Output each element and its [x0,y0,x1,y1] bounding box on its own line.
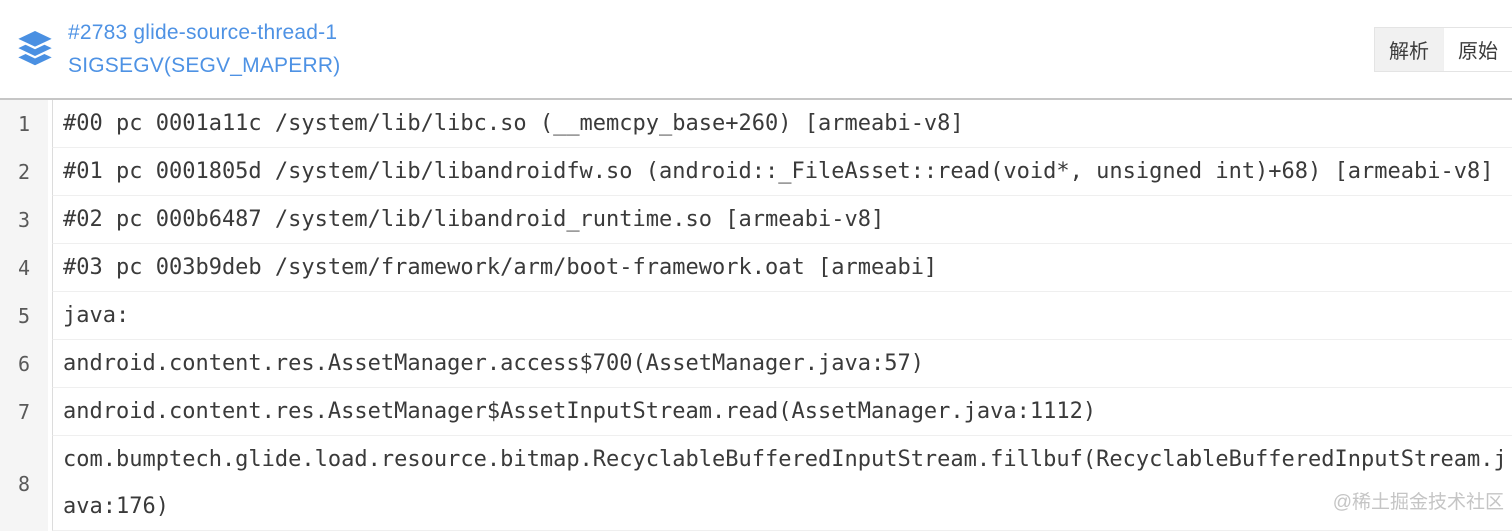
stack-frame-text: android.content.res.AssetManager.access$… [52,340,1512,388]
crash-signal-title: SIGSEGV(SEGV_MAPERR) [68,54,341,77]
stack-frame-text: java: [52,292,1512,340]
crash-thread-title: #2783 glide-source-thread-1 [68,21,338,44]
parse-button[interactable]: 解析 [1375,28,1443,71]
line-number: 5 [0,292,48,340]
view-mode-toggle: 解析 原始 [1374,27,1512,72]
line-number: 3 [0,196,48,244]
line-number: 4 [0,244,48,292]
stack-frame-text: #00 pc 0001a11c /system/lib/libc.so (__m… [52,100,1512,148]
layers-icon [14,26,56,72]
stack-trace-row: 3#02 pc 000b6487 /system/lib/libandroid_… [0,196,1512,244]
stack-frame-text: #01 pc 0001805d /system/lib/libandroidfw… [52,148,1512,196]
crash-title: #2783 glide-source-thread-1 SIGSEGV(SEGV… [68,16,340,82]
line-number: 6 [0,340,48,388]
crash-header: #2783 glide-source-thread-1 SIGSEGV(SEGV… [0,0,1512,98]
line-number: 7 [0,388,48,436]
raw-button[interactable]: 原始 [1443,28,1512,71]
stack-frame-text: #02 pc 000b6487 /system/lib/libandroid_r… [52,196,1512,244]
stack-trace-row: 4#03 pc 003b9deb /system/framework/arm/b… [0,244,1512,292]
stack-trace: 1#00 pc 0001a11c /system/lib/libc.so (__… [0,98,1512,531]
line-number: 1 [0,100,48,148]
stack-frame-text: android.content.res.AssetManager$AssetIn… [52,388,1512,436]
stack-frame-text: com.bumptech.glide.load.resource.bitmap.… [52,436,1512,531]
line-number: 8 [0,436,48,531]
stack-trace-row: 2#01 pc 0001805d /system/lib/libandroidf… [0,148,1512,196]
stack-trace-row: 1#00 pc 0001a11c /system/lib/libc.so (__… [0,100,1512,148]
line-number: 2 [0,148,48,196]
stack-frame-text: #03 pc 003b9deb /system/framework/arm/bo… [52,244,1512,292]
